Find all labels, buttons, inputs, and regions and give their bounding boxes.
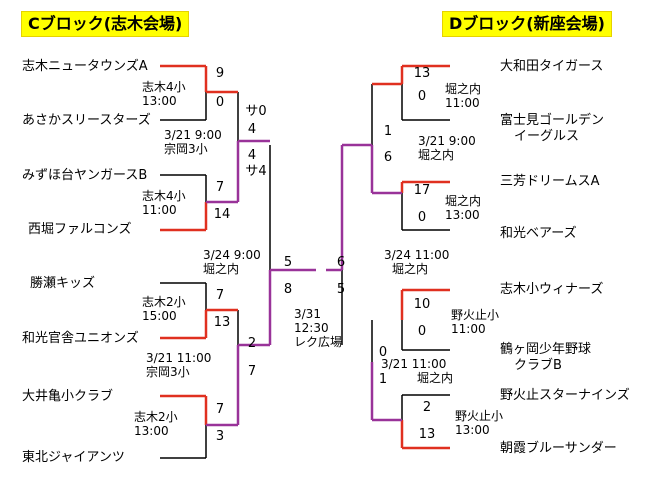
venue-r3: 野火止小 11:00 xyxy=(451,308,499,336)
venue-date: 3/21 11:00 xyxy=(146,351,212,365)
venue-date: 3/21 9:00 xyxy=(418,134,476,148)
venue-time: 13:00 xyxy=(455,423,490,437)
score: 13 xyxy=(213,315,231,330)
team-right-7: 野火止スターナインズ xyxy=(500,388,630,403)
venue-place: 志木2小 xyxy=(142,295,186,309)
score: 0 xyxy=(417,324,427,339)
venue-final: 3/31 12:30 レク広場 xyxy=(294,307,342,349)
score: 7 xyxy=(247,364,257,379)
venue-lf: 3/21 11:00 宗岡3小 xyxy=(146,351,211,379)
venue-ls: 3/21 9:00 宗岡3小 xyxy=(164,128,222,156)
venue-time: 15:00 xyxy=(142,309,177,323)
score: サ4 xyxy=(245,164,267,179)
score: 13 xyxy=(413,66,431,81)
score: 3 xyxy=(215,429,225,444)
venue-l2: 志木4小 11:00 xyxy=(142,189,186,217)
score: 1 xyxy=(378,372,388,387)
score: 4 xyxy=(247,148,257,163)
venue-time: 11:00 xyxy=(445,96,480,110)
venue-place: 宗岡3小 xyxy=(164,142,208,156)
team-right-6a: 鶴ヶ岡少年野球 xyxy=(500,342,592,357)
venue-r4: 野火止小 13:00 xyxy=(455,409,503,437)
header-d-block: Dブロック(新座会場) xyxy=(442,11,612,37)
venue-date: 3/24 11:00 xyxy=(384,248,450,262)
score: 1 xyxy=(383,124,393,139)
score: 13 xyxy=(418,427,436,442)
venue-place: 志木4小 xyxy=(142,189,186,203)
venue-place: 野火止小 xyxy=(451,308,500,322)
venue-place: 堀之内 xyxy=(445,194,482,208)
score: 0 xyxy=(417,210,427,225)
score: 7 xyxy=(215,402,225,417)
score: 9 xyxy=(215,66,225,81)
venue-place: 堀之内 xyxy=(445,82,482,96)
score: 6 xyxy=(383,150,393,165)
score: 5 xyxy=(336,282,346,297)
venue-time: 13:00 xyxy=(142,94,177,108)
team-left-1: 志木ニュータウンズA xyxy=(22,59,148,74)
score: 14 xyxy=(213,207,231,222)
venue-time: 12:30 xyxy=(294,321,329,335)
team-right-6b: クラブB xyxy=(514,358,562,373)
venue-place: 堀之内 xyxy=(392,262,429,276)
team-left-7: 大井亀小クラブ xyxy=(22,389,114,404)
score: サ0 xyxy=(245,104,267,119)
team-left-8: 東北ジャイアンツ xyxy=(22,450,125,465)
venue-place: レク広場 xyxy=(294,335,343,349)
team-left-3: みずほ台ヤンガースB xyxy=(22,168,148,183)
team-right-4: 和光ベアーズ xyxy=(500,226,577,241)
venue-rc: 3/24 11:00 堀之内 xyxy=(384,248,449,276)
team-right-2a: 富士見ゴールデン xyxy=(500,113,605,128)
venue-date: 3/21 9:00 xyxy=(164,128,222,142)
team-right-1: 大和田タイガース xyxy=(500,59,604,74)
venue-place: 志木2小 xyxy=(134,410,178,424)
score: 7 xyxy=(215,180,225,195)
team-left-6: 和光官舎ユニオンズ xyxy=(22,331,139,346)
score: 0 xyxy=(215,95,225,110)
venue-place: 志木4小 xyxy=(142,80,186,94)
venue-l1: 志木4小 13:00 xyxy=(142,80,186,108)
score: 8 xyxy=(283,282,293,297)
team-left-2: あさかスリースターズ xyxy=(22,113,151,128)
venue-place: 堀之内 xyxy=(418,148,455,162)
team-right-8: 朝霞ブルーサンダー xyxy=(500,441,617,456)
venue-rf: 3/21 11:00 堀之内 xyxy=(381,357,453,385)
team-right-2b: イーグルス xyxy=(514,129,580,144)
venue-place: 堀之内 xyxy=(417,371,454,385)
team-left-5: 勝瀬キッズ xyxy=(30,276,96,291)
team-right-5: 志木小ウィナーズ xyxy=(500,282,604,297)
venue-r2: 堀之内 13:00 xyxy=(445,194,481,222)
venue-date: 3/21 11:00 xyxy=(381,357,447,371)
venue-rs: 3/21 9:00 堀之内 xyxy=(418,134,476,162)
score: 2 xyxy=(247,336,257,351)
venue-lc: 3/24 9:00 堀之内 xyxy=(203,248,261,276)
score: 4 xyxy=(247,122,257,137)
venue-l3: 志木2小 15:00 xyxy=(142,295,186,323)
venue-time: 11:00 xyxy=(142,203,177,217)
score: 5 xyxy=(283,255,293,270)
score: 7 xyxy=(215,288,225,303)
venue-time: 13:00 xyxy=(445,208,480,222)
venue-place: 宗岡3小 xyxy=(146,365,190,379)
venue-place: 堀之内 xyxy=(203,262,240,276)
score: 2 xyxy=(422,400,432,415)
venue-r1: 堀之内 11:00 xyxy=(445,82,481,110)
team-left-4: 西堀ファルコンズ xyxy=(28,222,132,237)
venue-date: 3/31 xyxy=(294,307,321,321)
score: 6 xyxy=(336,255,346,270)
venue-date: 3/24 9:00 xyxy=(203,248,261,262)
venue-time: 13:00 xyxy=(134,424,169,438)
header-c-block: Cブロック(志木会場) xyxy=(21,11,190,37)
score: 0 xyxy=(378,345,388,360)
score: 0 xyxy=(417,89,427,104)
score: 17 xyxy=(413,183,431,198)
team-right-3: 三芳ドリームスA xyxy=(500,174,600,189)
score: 10 xyxy=(413,297,431,312)
venue-place: 野火止小 xyxy=(455,409,504,423)
venue-l4: 志木2小 13:00 xyxy=(134,410,178,438)
venue-time: 11:00 xyxy=(451,322,486,336)
